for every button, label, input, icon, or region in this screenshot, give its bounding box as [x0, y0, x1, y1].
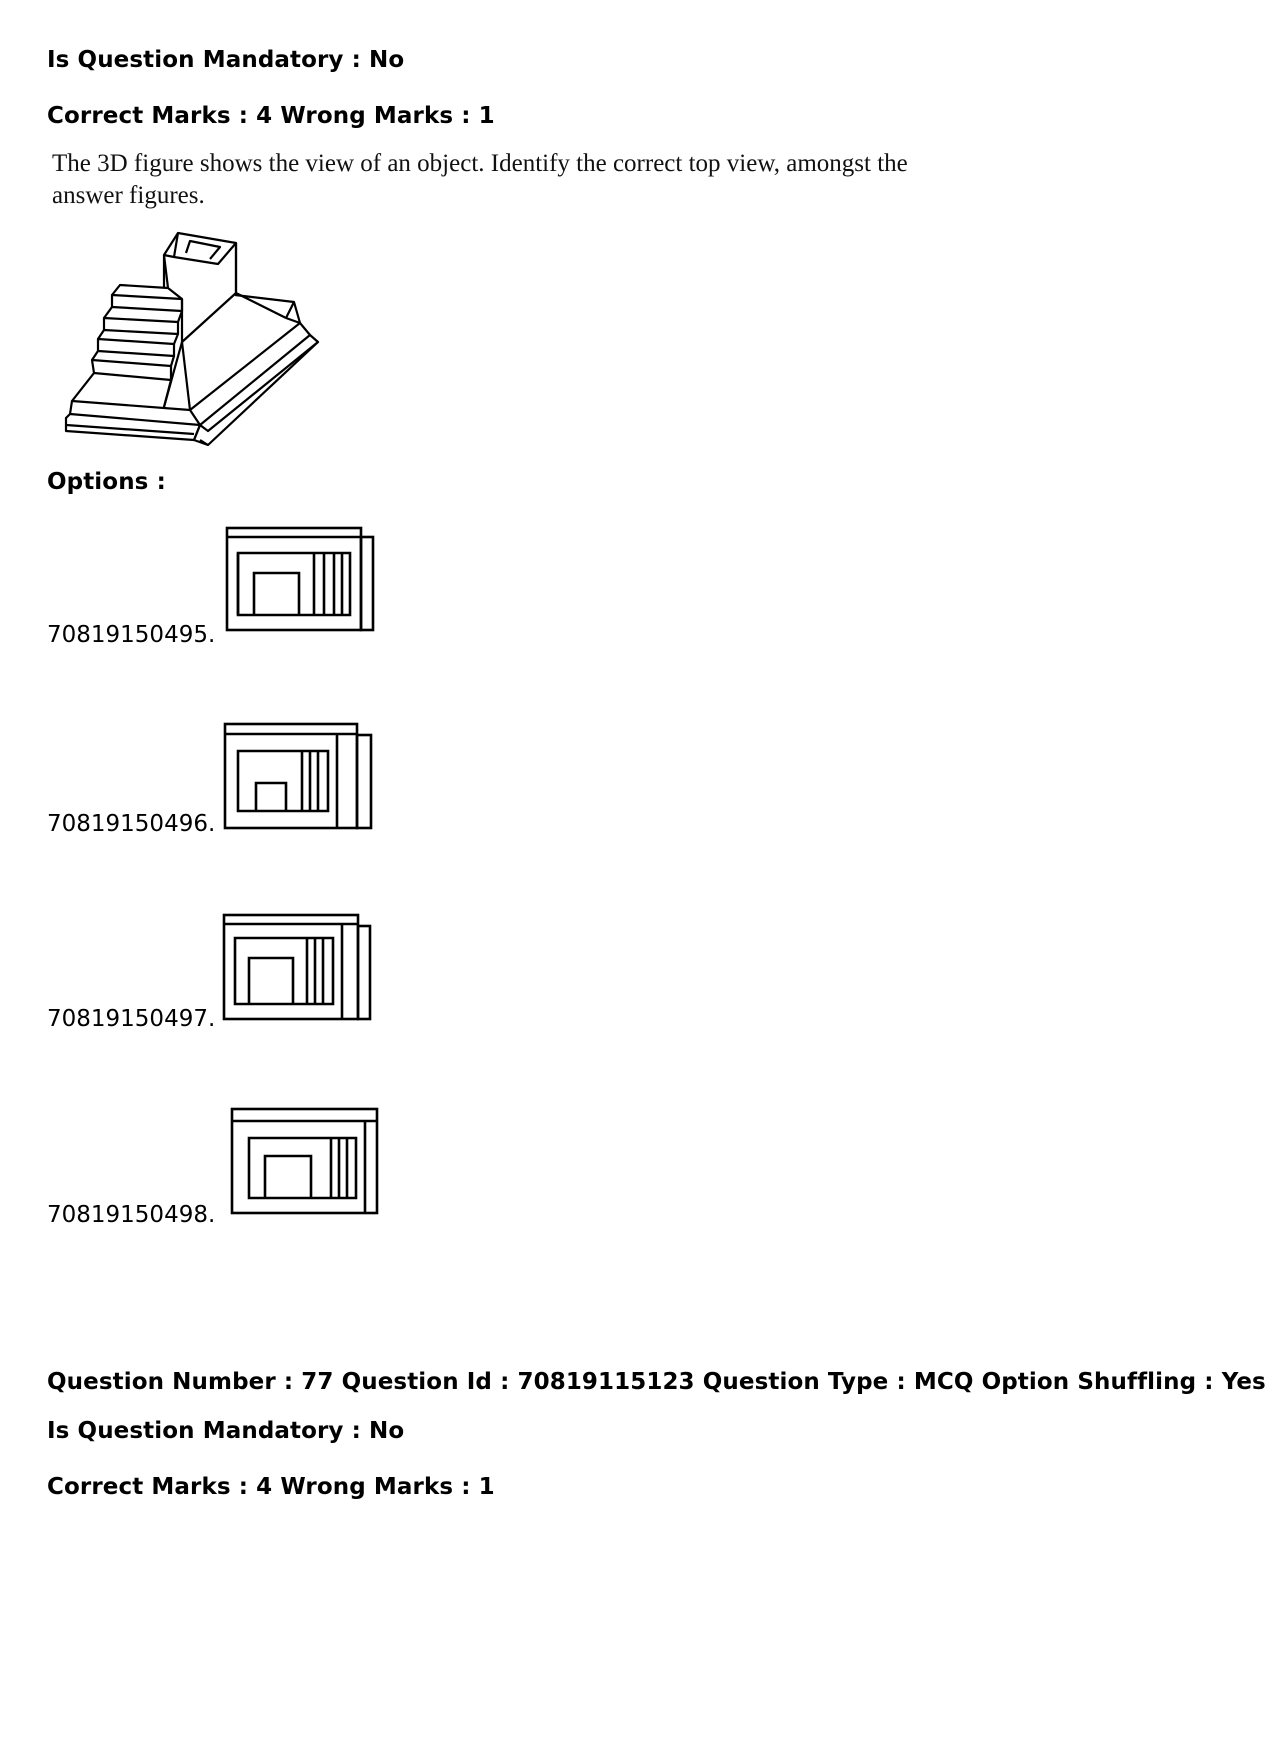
- next-question-mandatory: Is Question Mandatory : No: [47, 1418, 405, 1444]
- next-question-info: Question Number : 77 Question Id : 70819…: [47, 1369, 1266, 1395]
- option-label-3: 70819150497.: [47, 1006, 216, 1032]
- next-question-marks: Correct Marks : 4 Wrong Marks : 1: [47, 1474, 495, 1500]
- options-heading: Options :: [47, 469, 166, 495]
- question-text-line-1: The 3D figure shows the view of an objec…: [52, 150, 908, 177]
- question-mandatory: Is Question Mandatory : No: [47, 47, 405, 73]
- option-figure-1[interactable]: [224, 525, 376, 635]
- question-3d-figure: [60, 231, 320, 450]
- option-figure-4[interactable]: [229, 1106, 381, 1218]
- option-figure-2[interactable]: [222, 721, 374, 831]
- option-figure-3[interactable]: [221, 912, 373, 1024]
- option-label-1: 70819150495.: [47, 622, 216, 648]
- option-label-2: 70819150496.: [47, 811, 216, 837]
- question-text: The 3D figure shows the view of an objec…: [52, 148, 952, 212]
- option-label-4: 70819150498.: [47, 1202, 216, 1228]
- question-marks: Correct Marks : 4 Wrong Marks : 1: [47, 103, 495, 129]
- question-text-line-2: answer figures.: [52, 182, 205, 209]
